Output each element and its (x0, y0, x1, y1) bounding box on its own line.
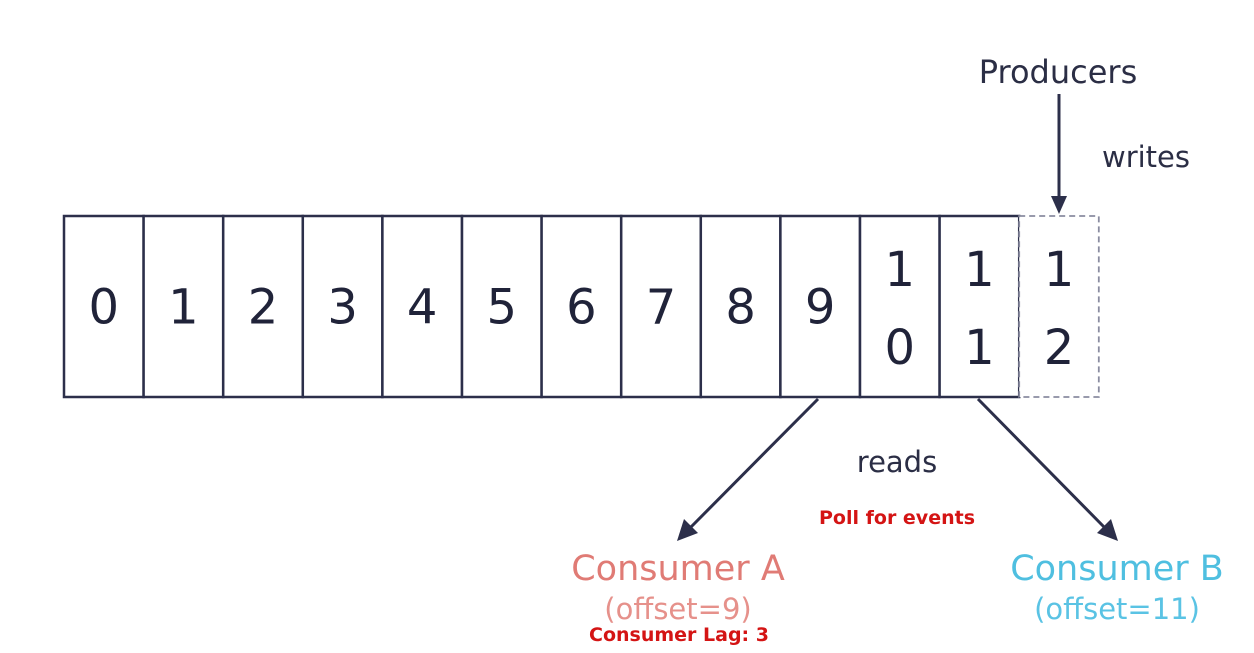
log-cell-offset-label: 1 (1044, 242, 1075, 298)
log-cell-offset-label: 4 (407, 280, 438, 336)
log-cell-offset-label: 2 (1044, 320, 1075, 376)
log-cell (779, 214, 862, 399)
log-cell (619, 214, 703, 399)
log-cell-offset-label: 1 (964, 242, 995, 298)
writes-label: writes (1102, 140, 1190, 174)
consumer-b-offset: (offset=11) (1034, 592, 1200, 626)
reads-label: reads (857, 445, 937, 479)
poll-for-events-caption: Poll for events (819, 507, 975, 529)
consumer-b-arrowhead (1097, 519, 1118, 541)
log-cell-offset-label: 9 (805, 280, 836, 336)
log-cell-offset-label: 6 (566, 280, 597, 336)
log-cell-pending (1018, 215, 1100, 398)
log-cell-offset-label: 1 (885, 242, 916, 298)
log-cell-offset-label: 7 (646, 280, 677, 336)
log-cell (699, 214, 782, 399)
log-cell-offset-label: 5 (487, 280, 518, 336)
log-cell (540, 214, 623, 399)
producers-label: Producers (979, 53, 1137, 91)
log-cell-offset-label: 2 (248, 280, 279, 336)
log-cell (221, 214, 305, 399)
log-cell-offset-label: 0 (89, 280, 120, 336)
log-cell (142, 214, 225, 399)
log-cell (460, 214, 543, 399)
log-cell (938, 214, 1021, 399)
consumer-b-read-arrow (976, 397, 1109, 532)
log-cell-offset-label: 3 (327, 280, 358, 336)
log-cell (381, 214, 464, 399)
consumer-a-name: Consumer A (571, 549, 785, 589)
log-cell-offset-label: 0 (885, 320, 916, 376)
consumer-lag-caption: Consumer Lag: 3 (589, 624, 769, 646)
log-cell-offset-label: 1 (964, 320, 995, 376)
consumer-a-offset: (offset=9) (604, 592, 751, 626)
log-cell (62, 214, 145, 399)
log-cell-offset-label: 8 (725, 280, 756, 336)
consumer-a-read-arrow (686, 397, 820, 532)
consumer-b-name: Consumer B (1010, 549, 1224, 589)
producer-write-arrowhead (1051, 196, 1067, 214)
log-cell-offset-label: 1 (168, 280, 199, 336)
consumer-a-arrowhead (677, 519, 698, 541)
